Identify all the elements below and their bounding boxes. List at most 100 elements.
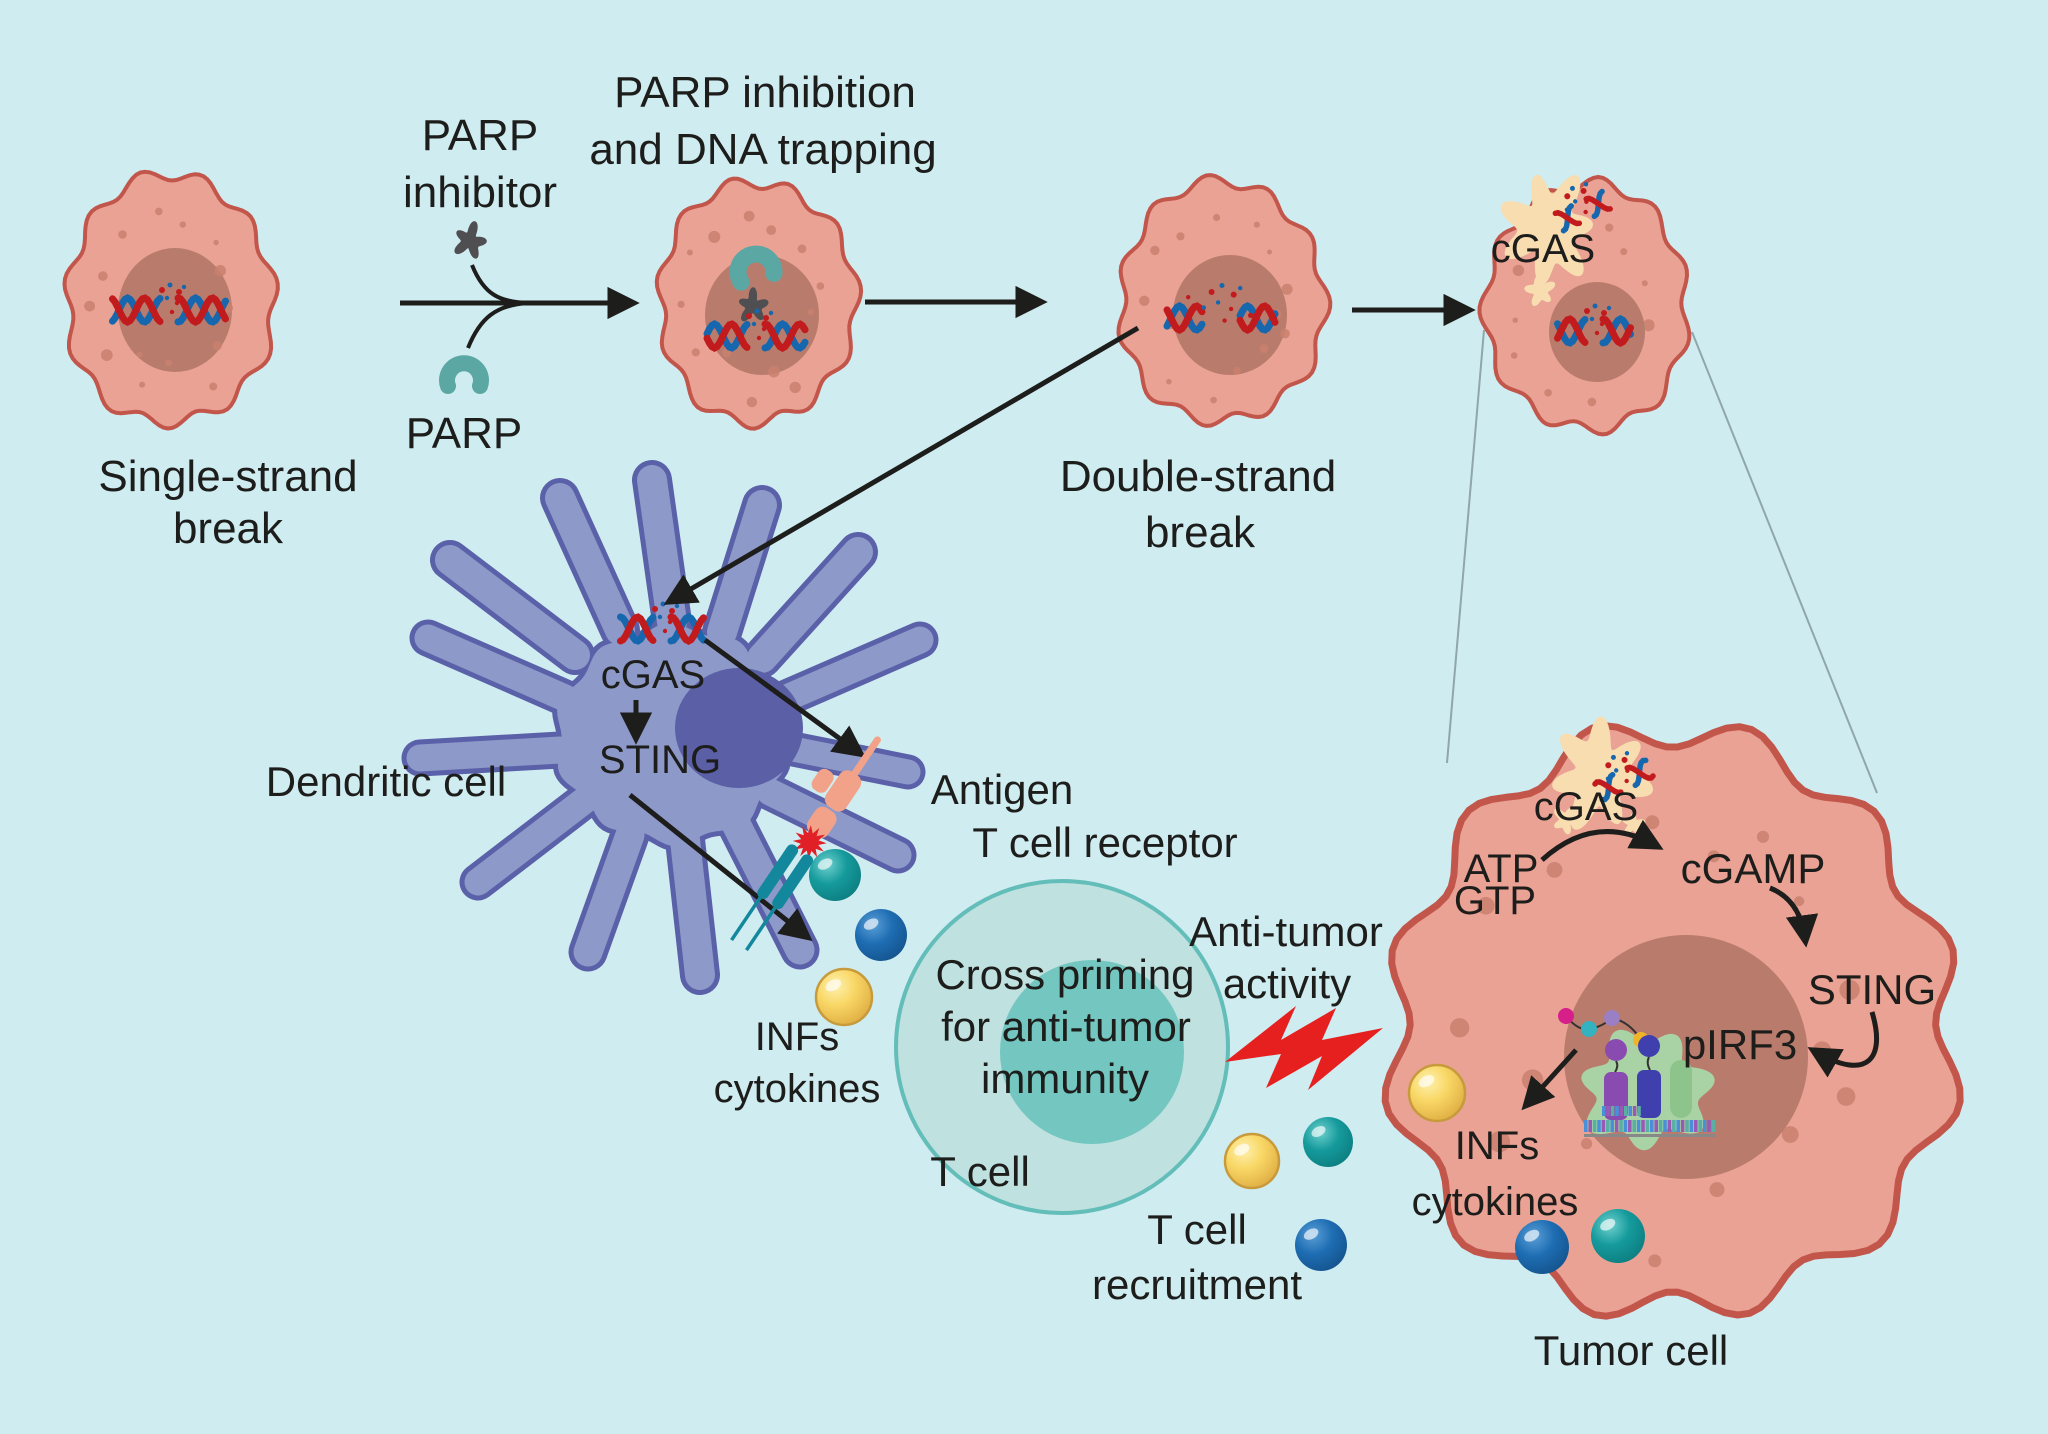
recruitment-cytokine-yellow <box>1223 1132 1281 1190</box>
dendritic-arm <box>545 483 635 645</box>
cell-speckle <box>1166 378 1172 385</box>
dna-sequence-baseline <box>1584 1134 1716 1137</box>
dna-sequence-block <box>1641 1120 1645 1132</box>
dna-sequence-block <box>1623 1120 1628 1132</box>
cell-speckle <box>743 210 755 222</box>
antigen-stalk-icon <box>850 736 881 778</box>
transcription-factor-icon <box>1605 1039 1627 1061</box>
dna-sequence-block <box>1689 1120 1694 1132</box>
cell-speckle <box>1139 295 1150 306</box>
label-parp-inhibitor-2: inhibitor <box>402 168 558 217</box>
dna-fragment-dot <box>1238 285 1243 291</box>
dna-fragment-dot <box>646 618 652 624</box>
dendritic-arm <box>775 735 921 785</box>
cell-speckle <box>1581 1138 1593 1150</box>
sphere-body <box>855 909 907 961</box>
dna-sequence-block <box>1632 1120 1636 1132</box>
dendritic-arm <box>747 537 873 673</box>
dna-fragment-dot <box>1589 316 1595 322</box>
dna-strand <box>1163 302 1206 334</box>
dna-sequence-block <box>1658 1120 1663 1132</box>
dna-sequence-block <box>1645 1120 1650 1132</box>
cgas-protein-icon <box>1500 174 1593 285</box>
dna-strand <box>1599 315 1634 347</box>
dna-sequence-block <box>1601 1120 1606 1132</box>
cell-speckle <box>212 341 222 351</box>
dna-strand <box>761 320 809 352</box>
cytosolic-dna-fragment-icon <box>1592 751 1656 803</box>
factor-linker <box>1614 1060 1619 1073</box>
label-pirf3: pIRF3 <box>1682 1021 1798 1068</box>
label-parp-inhibition-1: PARP inhibition <box>614 68 916 117</box>
cell-cgas-sensing <box>1477 174 1692 437</box>
dna-fragment-dot <box>1201 305 1207 310</box>
cytokine-yellow <box>814 967 874 1027</box>
label-parp: PARP <box>405 409 523 458</box>
dna-fragment-dot <box>1186 295 1191 300</box>
cytokine-blue <box>855 909 907 961</box>
dna-sequence-block <box>1637 1106 1641 1116</box>
recruitment-cytokine-blue <box>1295 1219 1347 1271</box>
dna-single-strand-break-icon <box>109 282 229 326</box>
dna-sequence-block <box>1680 1120 1685 1132</box>
branch-curve-bottom <box>466 301 529 349</box>
dna-strand <box>1583 195 1613 212</box>
dna-sequence-block <box>1676 1120 1680 1132</box>
dna-strand <box>761 320 809 352</box>
cell-speckles <box>84 207 233 391</box>
dna-fragment-dot <box>1601 310 1607 316</box>
dendritic-arms <box>406 465 934 990</box>
sphere-highlight <box>1418 1075 1435 1088</box>
dna-fragment-dot <box>1573 199 1578 204</box>
dna-fragment-dot <box>763 315 769 321</box>
dna-fragment-dot <box>167 282 173 288</box>
tumor-cell-magnified <box>1381 716 1964 1320</box>
trapped-parp-icon <box>729 245 783 291</box>
sphere-body <box>1591 1209 1645 1263</box>
cell-speckle <box>1477 897 1495 915</box>
label-recruitment-2: recruitment <box>1091 1261 1303 1308</box>
tumor-cytokine-blue <box>1515 1220 1569 1274</box>
sphere-body <box>1407 1063 1467 1123</box>
label-recruitment-1: T cell <box>1147 1206 1247 1253</box>
dna-sequence-block <box>1588 1120 1592 1132</box>
dna-fragment-dot <box>667 619 673 625</box>
tcr-chain <box>745 906 777 952</box>
sphere-body <box>1295 1219 1347 1271</box>
cell-speckle <box>213 239 219 246</box>
label-anti-tumor-1: Anti-tumor <box>1189 908 1383 955</box>
arrow-sting-to-cytokines <box>628 793 813 942</box>
cell-speckle <box>1213 213 1221 222</box>
cell-speckle <box>766 225 777 236</box>
dna-fragment-dot <box>674 603 680 609</box>
dna-sequence-block <box>1632 1106 1637 1116</box>
dna-strand <box>1552 209 1583 227</box>
cell-speckle <box>1449 1018 1470 1038</box>
dna-sequence-block <box>1610 1106 1615 1116</box>
sphere-highlight <box>863 918 879 930</box>
cell-speckle <box>84 300 95 312</box>
tcr-chain <box>730 895 763 942</box>
trapped-dna-icon <box>703 308 809 352</box>
label-cross-priming-3: immunity <box>980 1055 1150 1102</box>
cell-speckle <box>100 349 113 361</box>
cytosolic-dna-fragment-icon <box>1552 182 1613 234</box>
dna-sequence-block <box>1636 1120 1641 1132</box>
dna-fragment-dot <box>1580 187 1587 194</box>
cell-speckle <box>1781 1126 1799 1143</box>
dendritic-nucleus <box>675 668 803 788</box>
dna-fragment-dot <box>1248 312 1254 318</box>
cell-speckle <box>816 282 825 290</box>
dna-fragment-dot <box>169 309 175 315</box>
cell-speckle <box>118 230 127 239</box>
dna-sequence-block <box>1584 1120 1588 1132</box>
cell-speckle <box>807 308 815 316</box>
dna-fragment-dot <box>761 326 767 332</box>
label-single-strand-1: Single-strand <box>98 452 358 501</box>
dna-fragment-dot <box>1584 199 1589 204</box>
label-cgas-top: cGAS <box>1490 227 1596 271</box>
signal-bead-icon <box>1558 1008 1574 1024</box>
dna-fragment-dot <box>1208 289 1215 295</box>
label-t-cell: T cell <box>930 1148 1030 1195</box>
dna-strand <box>703 320 751 352</box>
